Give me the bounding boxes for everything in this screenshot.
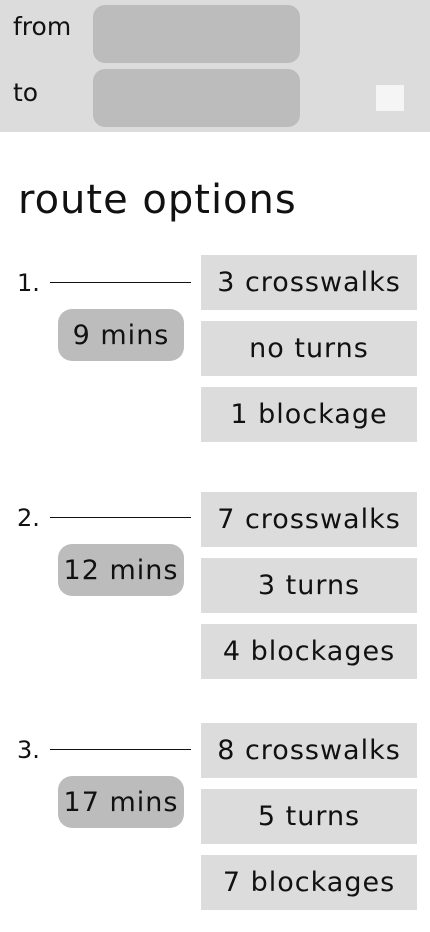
route-line — [50, 282, 191, 283]
option-checkbox[interactable] — [376, 85, 404, 111]
route-crosswalks: 8 crosswalks — [201, 723, 417, 778]
from-input[interactable] — [93, 5, 300, 63]
route-blockages: 1 blockage — [201, 387, 417, 442]
route-number: 3. — [17, 736, 40, 764]
route-time-badge: 9 mins — [58, 309, 184, 361]
section-title: route options — [18, 177, 297, 223]
search-header: from to — [0, 0, 430, 132]
route-turns: 3 turns — [201, 558, 417, 613]
route-turns: 5 turns — [201, 789, 417, 844]
route-blockages: 4 blockages — [201, 624, 417, 679]
to-input[interactable] — [93, 69, 300, 127]
route-turns: no turns — [201, 321, 417, 376]
route-line — [50, 749, 191, 750]
route-option-2[interactable]: 2. 12 mins 7 crosswalks 3 turns 4 blocka… — [0, 490, 430, 680]
from-label: from — [13, 12, 72, 41]
route-time-badge: 12 mins — [58, 544, 184, 596]
route-time-badge: 17 mins — [58, 776, 184, 828]
route-number: 2. — [17, 504, 40, 532]
to-label: to — [13, 78, 39, 107]
route-blockages: 7 blockages — [201, 855, 417, 910]
route-crosswalks: 3 crosswalks — [201, 255, 417, 310]
route-number: 1. — [17, 269, 40, 297]
route-option-3[interactable]: 3. 17 mins 8 crosswalks 5 turns 7 blocka… — [0, 722, 430, 912]
route-line — [50, 517, 191, 518]
route-crosswalks: 7 crosswalks — [201, 492, 417, 547]
route-option-1[interactable]: 1. 9 mins 3 crosswalks no turns 1 blocka… — [0, 255, 430, 445]
